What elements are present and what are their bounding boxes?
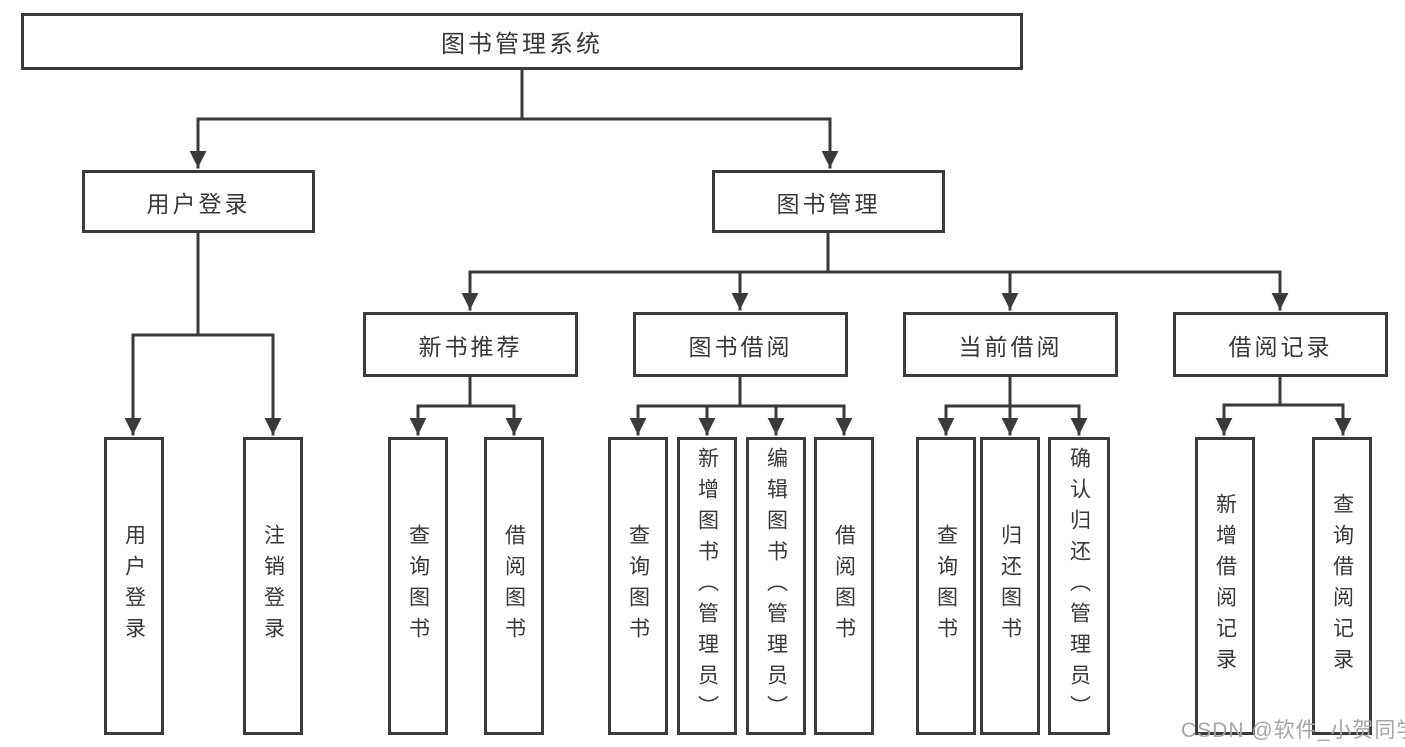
leaf-query-book-current-label: 查询图书 bbox=[934, 524, 958, 648]
leaf-logout-label: 注销登录 bbox=[261, 524, 285, 648]
leaf-confirm-return-admin: 确认归还（管理员） bbox=[1048, 437, 1110, 735]
leaf-query-borrow-record-label: 查询借阅记录 bbox=[1330, 493, 1354, 679]
leaf-logout: 注销登录 bbox=[243, 437, 303, 735]
leaf-borrow-book-borrow: 借阅图书 bbox=[814, 437, 874, 735]
node-current-borrow: 当前借阅 bbox=[903, 312, 1118, 377]
node-root: 图书管理系统 bbox=[21, 13, 1023, 70]
leaf-query-book-borrow: 查询图书 bbox=[608, 437, 668, 735]
leaf-query-book-borrow-label: 查询图书 bbox=[626, 524, 650, 648]
leaf-user-login-label: 用户登录 bbox=[122, 524, 146, 648]
leaf-query-borrow-record: 查询借阅记录 bbox=[1312, 437, 1372, 735]
node-borrow-records-label: 借阅记录 bbox=[1228, 333, 1333, 360]
leaf-query-book-current: 查询图书 bbox=[916, 437, 976, 735]
leaf-add-book-admin-label: 新增图书（管理员） bbox=[695, 446, 719, 726]
leaf-borrow-book-new-label: 借阅图书 bbox=[502, 524, 526, 648]
leaf-edit-book-admin-label: 编辑图书（管理员） bbox=[764, 446, 788, 726]
leaf-borrow-book-new: 借阅图书 bbox=[484, 437, 544, 735]
leaf-add-borrow-record: 新增借阅记录 bbox=[1195, 437, 1255, 735]
node-book-management-label: 图书管理 bbox=[776, 190, 881, 217]
leaf-user-login: 用户登录 bbox=[104, 437, 164, 735]
leaf-query-book-new: 查询图书 bbox=[388, 437, 448, 735]
node-root-label: 图书管理系统 bbox=[441, 31, 603, 58]
node-current-borrow-label: 当前借阅 bbox=[958, 333, 1063, 360]
leaf-query-book-new-label: 查询图书 bbox=[406, 524, 430, 648]
node-user-login-label: 用户登录 bbox=[146, 190, 251, 217]
leaf-confirm-return-admin-label: 确认归还（管理员） bbox=[1067, 446, 1091, 726]
leaf-edit-book-admin: 编辑图书（管理员） bbox=[746, 437, 806, 735]
leaf-borrow-book-borrow-label: 借阅图书 bbox=[832, 524, 856, 648]
leaf-add-borrow-record-label: 新增借阅记录 bbox=[1213, 493, 1237, 679]
node-book-borrow-label: 图书借阅 bbox=[688, 333, 793, 360]
node-user-login: 用户登录 bbox=[82, 170, 315, 233]
node-book-management: 图书管理 bbox=[712, 170, 945, 233]
leaf-add-book-admin: 新增图书（管理员） bbox=[677, 437, 737, 735]
node-new-book-recommend-label: 新书推荐 bbox=[418, 333, 523, 360]
node-book-borrow: 图书借阅 bbox=[633, 312, 848, 377]
watermark: CSDN @软件_小贺同学 bbox=[1181, 719, 1405, 742]
node-borrow-records: 借阅记录 bbox=[1173, 312, 1388, 377]
leaf-return-book-label: 归还图书 bbox=[998, 524, 1022, 648]
leaf-return-book: 归还图书 bbox=[980, 437, 1040, 735]
node-new-book-recommend: 新书推荐 bbox=[363, 312, 578, 377]
